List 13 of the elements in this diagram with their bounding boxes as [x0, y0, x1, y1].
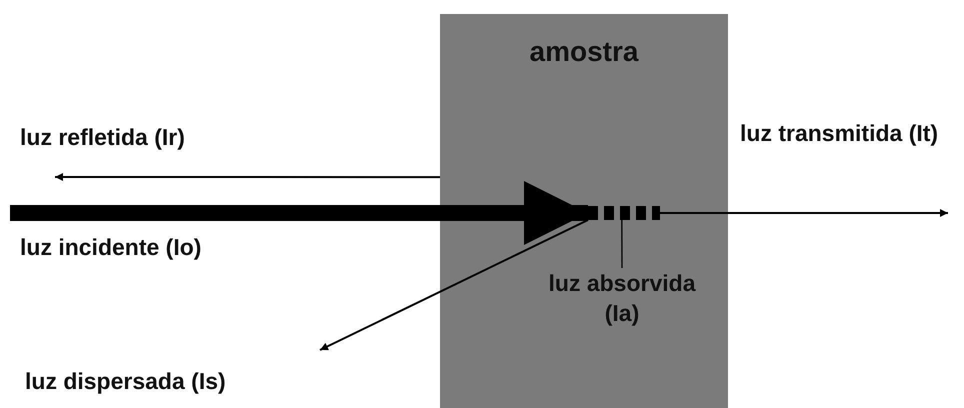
edge-label: luz refletida (Ir): [20, 123, 185, 152]
block-title: amostra: [528, 36, 640, 68]
arrow: [320, 219, 588, 351]
arrow: [660, 209, 948, 217]
sample-block: [440, 14, 728, 408]
leader-line: [621, 220, 623, 268]
absorbed-light-label: luz absorvida (Ia): [537, 268, 707, 332]
dashed-bar: [588, 206, 660, 220]
edge-label: luz incidente (Io): [20, 233, 202, 262]
arrow: [55, 173, 440, 181]
arrow: [10, 181, 588, 245]
edge-label: luz transmitida (It): [740, 119, 938, 148]
edge-label: luz dispersada (Is): [25, 367, 226, 396]
